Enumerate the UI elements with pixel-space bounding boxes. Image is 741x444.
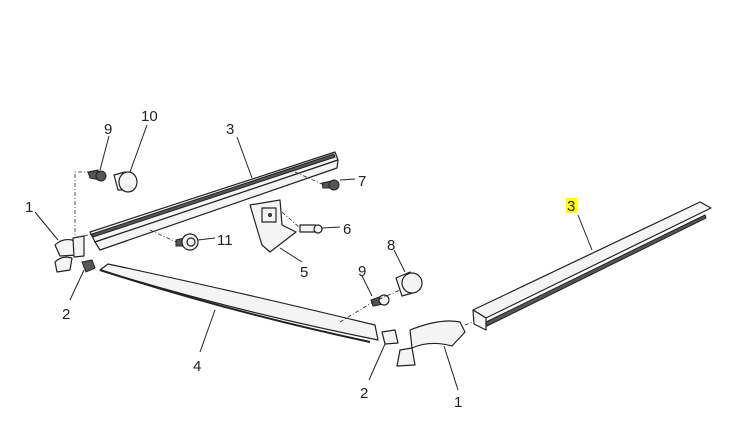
rail-part-3-right — [472, 201, 712, 331]
clip-part-2-right — [381, 329, 399, 345]
callout-9-lower: 9 — [358, 263, 366, 280]
leader-lines — [34, 124, 593, 391]
end-cap-part-1-right — [396, 320, 466, 367]
callout-7: 7 — [358, 173, 366, 190]
cap-part-8 — [395, 271, 423, 297]
cap-part-10 — [113, 171, 138, 193]
end-cap-part-1-left — [54, 235, 85, 273]
screw-part-7 — [321, 179, 340, 191]
callout-3: 3 — [226, 121, 234, 138]
callout-4: 4 — [193, 358, 201, 375]
callout-1-right: 1 — [454, 394, 462, 411]
callout-2: 2 — [62, 306, 70, 323]
nut-part-11 — [175, 233, 199, 251]
rail-part-3-left — [89, 151, 339, 251]
screw-part-9-upper — [87, 169, 107, 182]
callout-3-highlighted: 3 — [567, 198, 575, 215]
bolt-part-6 — [299, 224, 323, 234]
clip-part-2-left — [81, 259, 96, 273]
callout-6: 6 — [343, 221, 351, 238]
callout-5: 5 — [300, 264, 308, 281]
callout-8: 8 — [387, 237, 395, 254]
callout-1: 1 — [25, 199, 33, 216]
bracket-part-5 — [249, 199, 297, 253]
callout-9: 9 — [104, 121, 112, 138]
callout-10: 10 — [141, 108, 158, 125]
callout-2-lower: 2 — [360, 385, 368, 402]
callout-highlight — [566, 198, 577, 213]
callout-11: 11 — [217, 232, 233, 249]
trim-part-4 — [99, 263, 379, 343]
screw-part-9-lower — [370, 294, 390, 307]
